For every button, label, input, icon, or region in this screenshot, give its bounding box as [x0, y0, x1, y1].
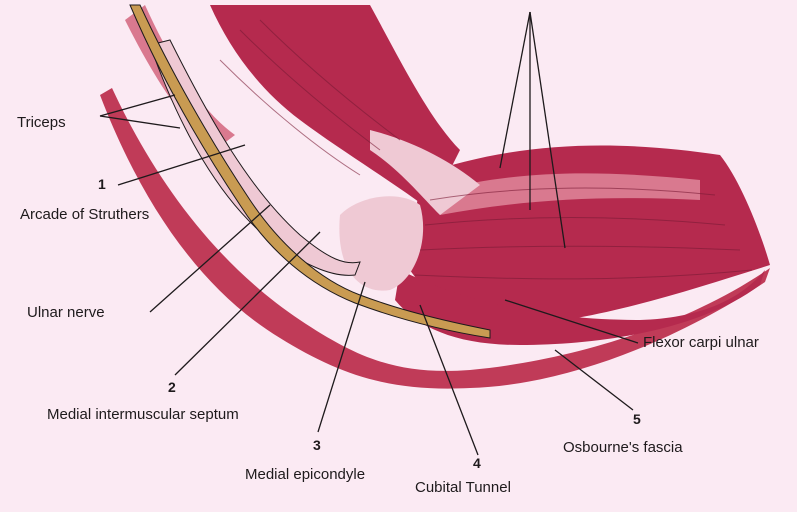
- label-flexor-carpi-ulnar: Flexor carpi ulnar: [643, 335, 759, 350]
- label-number-2: 2: [168, 380, 176, 394]
- label-cubital-tunnel: Cubital Tunnel: [415, 480, 511, 495]
- label-medial-epicondyle: Medial epicondyle: [245, 467, 365, 482]
- label-number-1: 1: [98, 177, 106, 191]
- label-triceps: Triceps: [17, 115, 66, 130]
- label-arcade-of-struthers: Arcade of Struthers: [20, 207, 149, 222]
- label-number-5: 5: [633, 412, 641, 426]
- label-osbournes-fascia: Osbourne's fascia: [563, 440, 683, 455]
- label-ulnar-nerve: Ulnar nerve: [27, 305, 105, 320]
- label-medial-intermuscular-septum: Medial intermuscular septum: [47, 407, 239, 422]
- label-number-3: 3: [313, 438, 321, 452]
- label-number-4: 4: [473, 456, 481, 470]
